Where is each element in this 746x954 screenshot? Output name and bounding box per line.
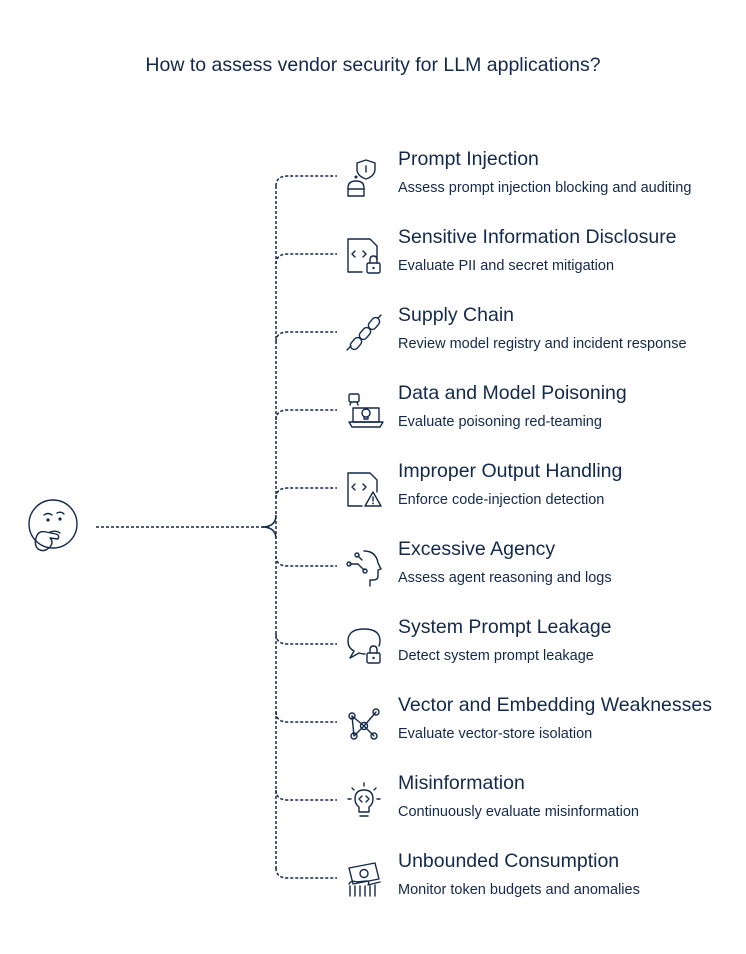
item-description: Evaluate vector-store isolation [398, 726, 593, 742]
branch-connector [275, 711, 337, 723]
item-improper-output-handling: Improper Output Handling Enforce code-in… [340, 460, 740, 540]
code-file-warning-icon [347, 472, 382, 507]
item-description: Enforce code-injection detection [398, 492, 605, 508]
item-supply-chain: Supply Chain Review model registry and i… [340, 304, 740, 384]
branch-connector [275, 409, 337, 421]
item-description: Evaluate poisoning red-teaming [398, 414, 602, 430]
item-description: Evaluate PII and secret mitigation [398, 258, 615, 274]
branch-connector [275, 867, 337, 879]
chat-bubble-lock-icon [347, 628, 381, 664]
item-misinformation: Misinformation Continuously evaluate mis… [340, 772, 740, 852]
item-title: Supply Chain [398, 304, 514, 326]
item-system-prompt-leakage: System Prompt Leakage Detect system prom… [340, 616, 740, 696]
head-circuit-icon [346, 550, 382, 587]
item-vector-and-embedding-weaknesses: Vector and Embedding Weaknesses Evaluate… [340, 694, 740, 774]
junction-curve [261, 514, 277, 540]
item-title: Data and Model Poisoning [398, 382, 627, 404]
diagram-title: How to assess vendor security for LLM ap… [145, 54, 601, 76]
item-title: System Prompt Leakage [398, 616, 612, 638]
item-prompt-injection: Prompt Injection Assess prompt injection… [340, 148, 740, 228]
branch-connector [275, 555, 337, 567]
item-description: Detect system prompt leakage [398, 648, 594, 664]
branch-connector [275, 487, 337, 499]
item-sensitive-information-disclosure: Sensitive Information Disclosure Evaluat… [340, 226, 740, 306]
item-title: Vector and Embedding Weaknesses [398, 694, 712, 716]
branch-connector [275, 789, 337, 801]
item-description: Continuously evaluate misinformation [398, 804, 639, 820]
item-data-and-model-poisoning: Data and Model Poisoning Evaluate poison… [340, 382, 740, 462]
lightbulb-code-icon [347, 782, 381, 817]
branch-connector [275, 633, 337, 645]
item-title: Prompt Injection [398, 148, 539, 170]
item-title: Improper Output Handling [398, 460, 623, 482]
item-title: Excessive Agency [398, 538, 556, 560]
item-description: Monitor token budgets and anomalies [398, 882, 640, 898]
chain-links-icon [346, 314, 382, 351]
code-file-lock-icon [347, 238, 381, 274]
item-description: Assess agent reasoning and logs [398, 570, 612, 586]
item-title: Unbounded Consumption [398, 850, 620, 872]
network-nodes-icon [348, 708, 380, 740]
robot-shield-icon [347, 159, 376, 197]
hand-money-icon [348, 862, 381, 897]
item-unbounded-consumption: Unbounded Consumption Monitor token budg… [340, 850, 740, 930]
branch-connector [275, 331, 337, 343]
item-title: Sensitive Information Disclosure [398, 226, 677, 248]
item-description: Assess prompt injection blocking and aud… [398, 180, 692, 196]
branch-connector [275, 175, 337, 187]
laptop-skull-icon [348, 393, 384, 428]
item-description: Review model registry and incident respo… [398, 336, 687, 352]
branch-connector [275, 253, 337, 265]
item-excessive-agency: Excessive Agency Assess agent reasoning … [340, 538, 740, 618]
thinking-face-icon [28, 499, 78, 552]
item-title: Misinformation [398, 772, 525, 794]
